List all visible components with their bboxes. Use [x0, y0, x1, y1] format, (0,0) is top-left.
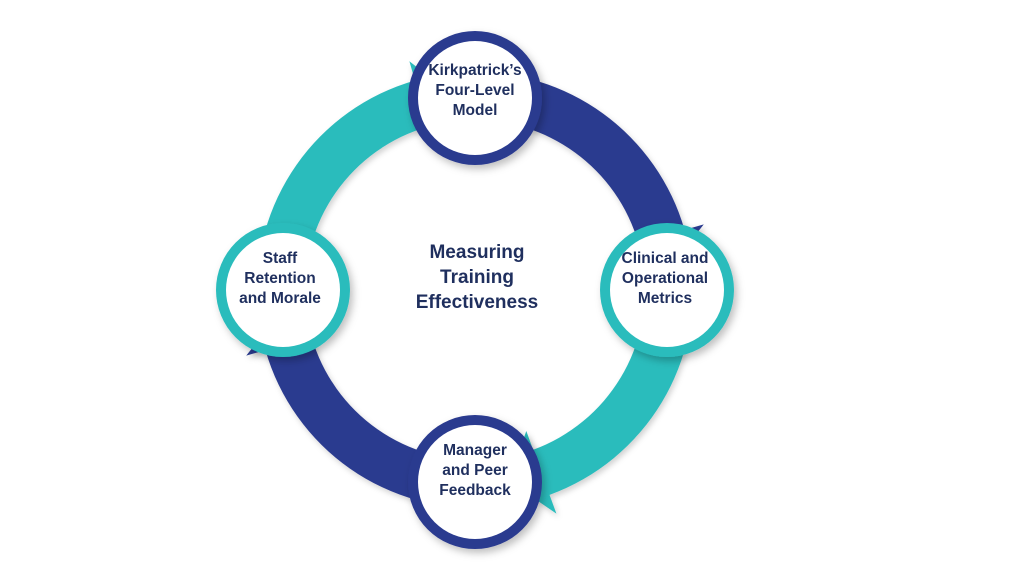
node-bottom — [408, 415, 542, 549]
node-right-face — [610, 233, 724, 347]
title-line-3: Effectiveness — [415, 292, 539, 313]
diagram-title: Measuring Training Effectiveness — [372, 240, 582, 315]
title-line-2: Training — [440, 267, 514, 288]
node-top-face — [418, 41, 532, 155]
node-label-top: Kirkpatrick’s Four-Level Model — [428, 62, 522, 119]
node-label-bottom: Manager and Peer Feedback — [439, 442, 511, 499]
node-bottom-face — [418, 425, 532, 539]
node-right — [600, 223, 734, 357]
node-label-left: Staff Retention and Morale — [239, 250, 321, 307]
node-top — [408, 31, 542, 165]
node-label-right: Clinical and Operational Metrics — [621, 250, 709, 307]
node-left-face — [226, 233, 340, 347]
node-left — [216, 223, 350, 357]
title-line-1: Measuring — [429, 242, 525, 263]
